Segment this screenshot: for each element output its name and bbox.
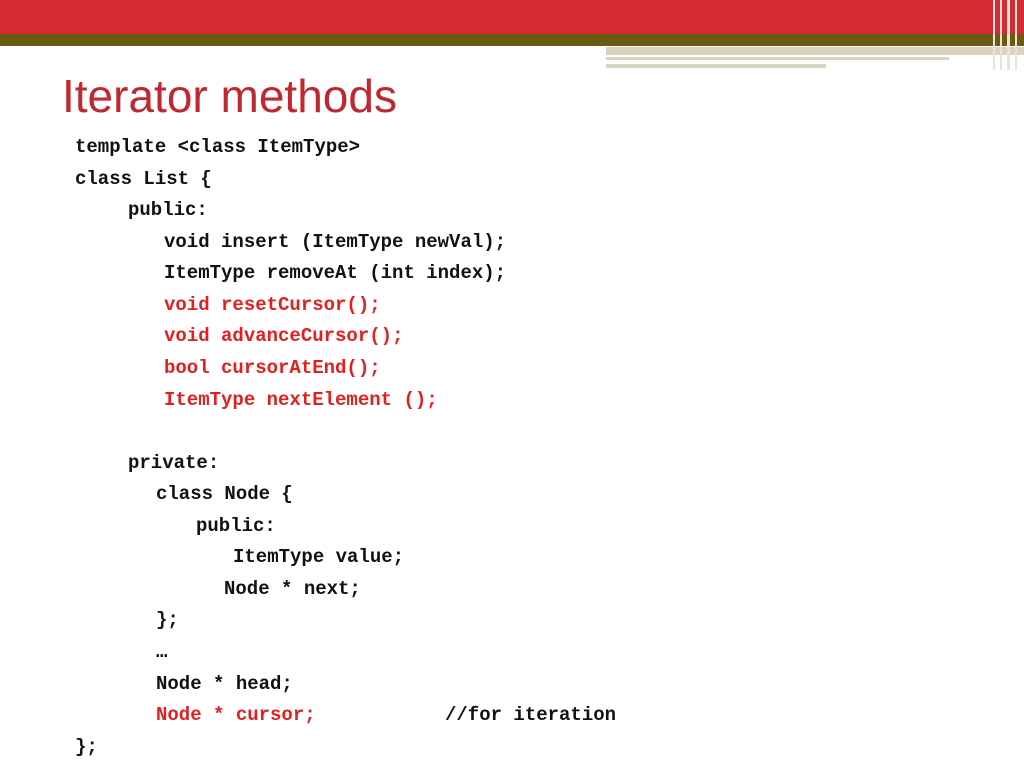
code-line: template <class ItemType>	[75, 136, 361, 158]
code-line: };	[156, 609, 179, 631]
header-accent-bar	[606, 47, 1024, 55]
code-line-highlighted: Node * cursor;	[156, 704, 316, 726]
code-line: Node * next;	[224, 578, 361, 600]
corner-stripe	[1015, 0, 1017, 70]
code-comment: //for iteration	[445, 704, 617, 726]
code-line: ItemType removeAt (int index);	[164, 262, 507, 284]
code-line: Node * head;	[156, 673, 293, 695]
code-line: void insert (ItemType newVal);	[164, 231, 507, 253]
header-accent-bar-short	[606, 64, 826, 68]
header-red-band	[0, 0, 1024, 34]
code-line: ItemType value;	[233, 546, 405, 568]
code-line-highlighted: ItemType nextElement ();	[164, 389, 438, 411]
code-line-highlighted: void advanceCursor();	[164, 325, 404, 347]
code-line-highlighted: void resetCursor();	[164, 294, 381, 316]
code-line: private:	[128, 452, 220, 474]
code-line: public:	[196, 515, 276, 537]
corner-stripe	[1000, 0, 1002, 70]
code-line: public:	[128, 199, 208, 221]
corner-stripe	[1007, 0, 1010, 70]
code-line: …	[156, 641, 168, 663]
code-line: class Node {	[156, 483, 293, 505]
code-line: class List {	[75, 168, 212, 190]
corner-stripe	[993, 0, 995, 70]
code-line: };	[75, 736, 98, 758]
slide-title: Iterator methods	[62, 70, 397, 122]
header-accent-line	[606, 57, 949, 60]
header-olive-band	[0, 34, 1024, 46]
code-line-highlighted: bool cursorAtEnd();	[164, 357, 381, 379]
